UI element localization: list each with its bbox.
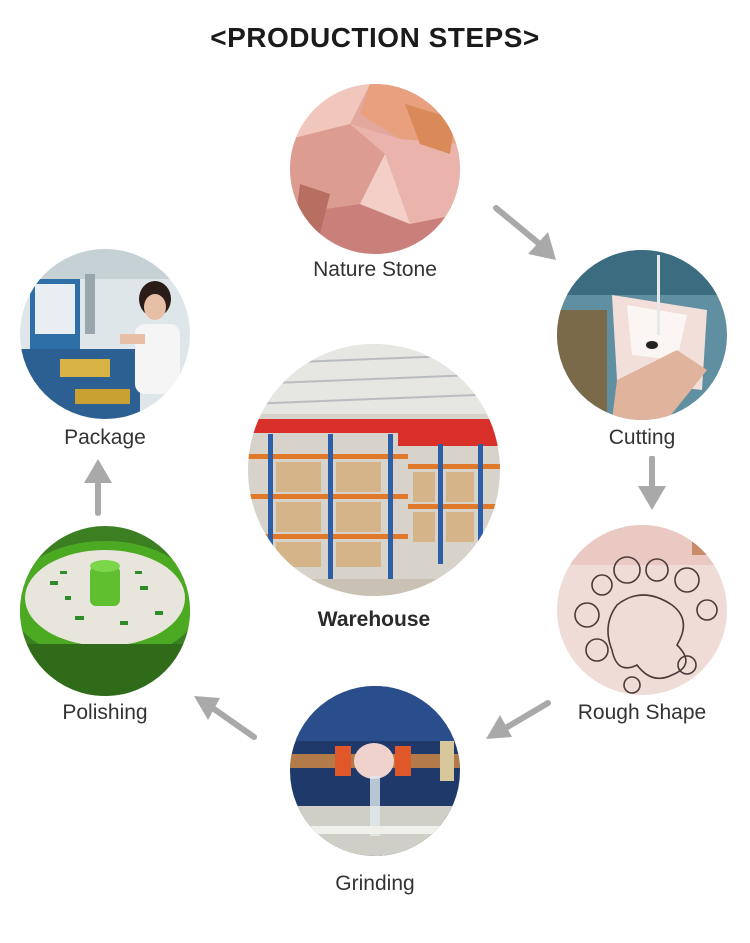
page-title: <PRODUCTION STEPS>	[0, 22, 750, 54]
arrow-polishing-to-package-icon	[78, 455, 118, 517]
warehouse-photo	[248, 344, 500, 596]
step-label-nature-stone: Nature Stone	[275, 258, 475, 282]
package-photo	[20, 249, 190, 419]
step-label-polishing: Polishing	[5, 701, 205, 725]
arrow-grinding-to-polishing-icon	[188, 690, 260, 745]
arrow-rough-to-grinding-icon	[480, 695, 555, 745]
step-label-package: Package	[5, 426, 205, 450]
nature-stone-photo	[290, 84, 460, 254]
rough-shape-photo	[557, 525, 727, 695]
polishing-photo	[20, 526, 190, 696]
arrow-nature-to-cutting-icon	[490, 200, 565, 270]
grinding-photo	[290, 686, 460, 856]
center-label-warehouse: Warehouse	[274, 608, 474, 632]
cutting-photo	[557, 250, 727, 420]
step-label-cutting: Cutting	[542, 426, 742, 450]
arrow-cutting-to-rough-icon	[632, 456, 672, 512]
step-label-rough-shape: Rough Shape	[542, 701, 742, 725]
step-label-grinding: Grinding	[275, 872, 475, 896]
